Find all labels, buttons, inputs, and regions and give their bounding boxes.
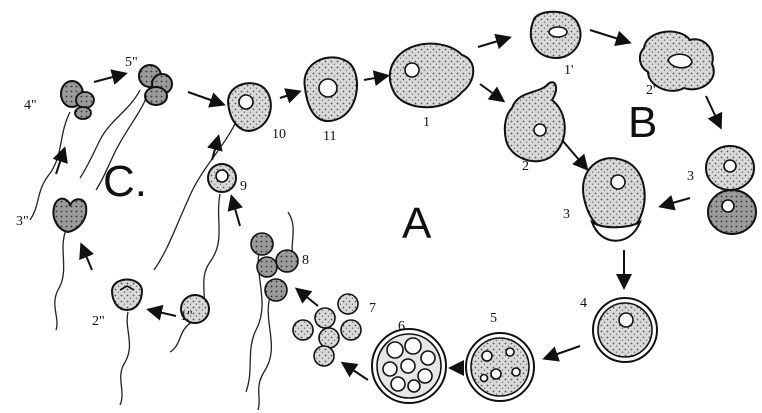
label-stage-3-double-prime: 3" — [16, 214, 29, 229]
section-label-a: A — [402, 199, 432, 248]
label-stage-5: 5 — [490, 311, 497, 326]
label-stage-1-double-prime: 1" — [180, 309, 193, 324]
cell-stage-2 — [505, 82, 565, 161]
section-label-b: B — [628, 98, 657, 147]
cell-stage-6-cyst — [372, 329, 446, 403]
label-stage-2-prime: 2' — [646, 83, 656, 98]
cell-stage-5-cyst — [466, 333, 534, 401]
label-stage-11: 11 — [323, 129, 336, 144]
cell-stage-3 — [583, 158, 645, 241]
label-stage-5-double-prime: 5" — [125, 55, 138, 70]
label-stage-6: 6 — [398, 319, 405, 334]
cell-stage-1 — [390, 44, 474, 108]
label-stage-3-b: 3 — [687, 169, 694, 184]
label-stage-4-double-prime: 4" — [24, 98, 37, 113]
label-stage-7: 7 — [369, 301, 376, 316]
label-stage-3: 3 — [563, 207, 570, 222]
label-stage-10: 10 — [272, 127, 286, 142]
cell-stage-2-prime — [640, 32, 714, 91]
label-stage-1: 1 — [423, 115, 430, 130]
label-stage-4: 4 — [580, 296, 587, 311]
label-stage-2-double-prime: 2" — [92, 314, 105, 329]
cell-stage-11 — [304, 57, 357, 121]
cell-stage-2-double-prime — [112, 280, 142, 406]
cell-stage-8-cluster — [246, 212, 298, 410]
cell-stage-3-double-prime — [53, 199, 86, 330]
cell-stage-9 — [198, 164, 236, 320]
label-stage-9: 9 — [240, 179, 247, 194]
cell-stage-4-cyst — [593, 298, 657, 362]
cell-stage-7-cluster — [293, 294, 361, 366]
label-stage-1-prime: 1' — [564, 63, 574, 78]
cell-stage-3-dividing — [706, 146, 756, 234]
cell-stage-1-prime — [531, 12, 581, 58]
label-stage-2: 2 — [522, 159, 529, 174]
label-stage-8: 8 — [302, 253, 309, 268]
